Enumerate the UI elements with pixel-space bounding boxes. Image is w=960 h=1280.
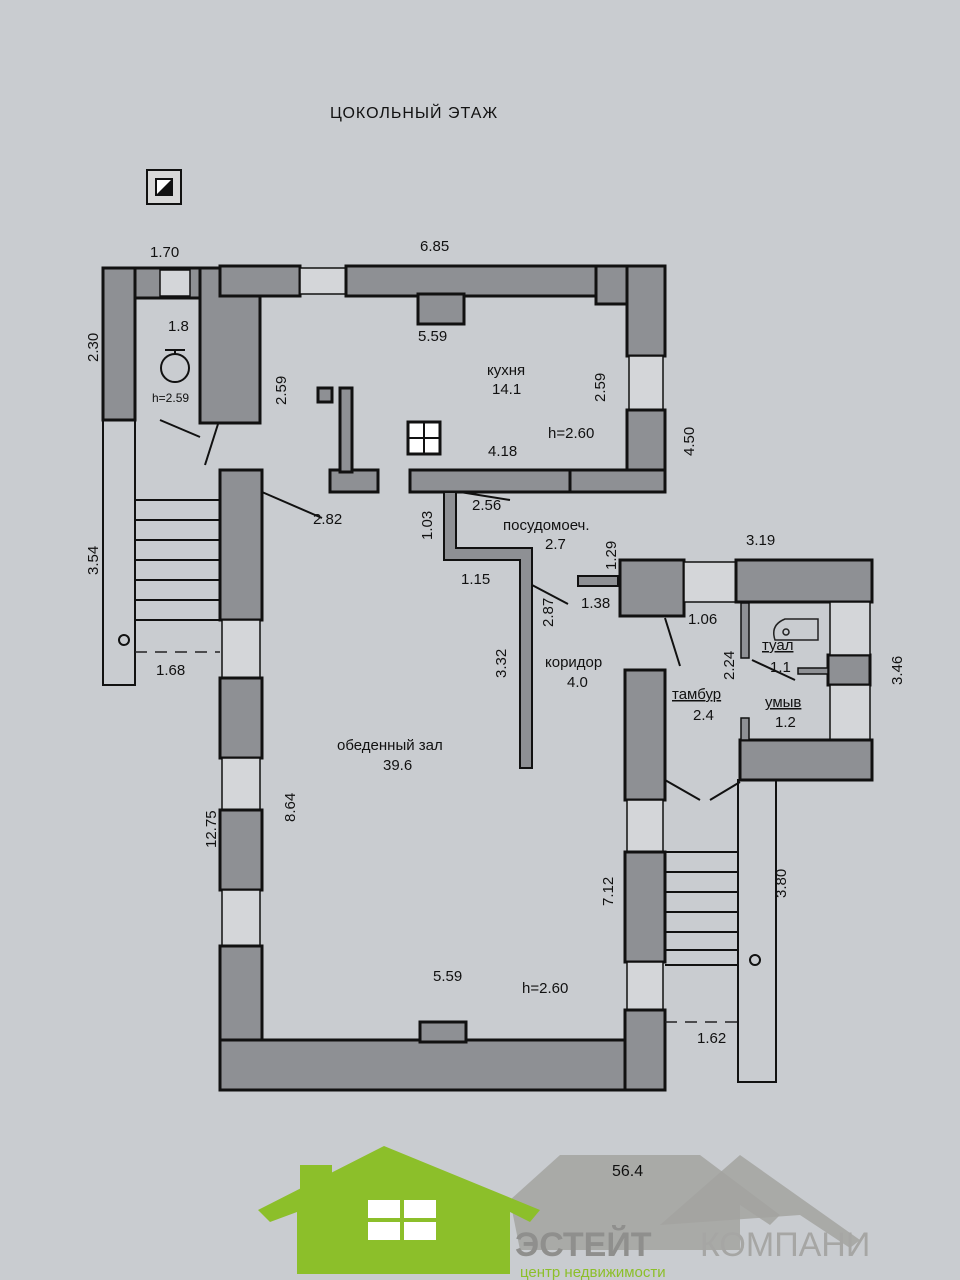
dimension-labels: 1.70 6.85 2.30 5.59 2.59 2.59 4.18 4.50 … — [85, 238, 906, 1047]
toilet-area: 1.1 — [770, 659, 791, 676]
kitchen-vent-icon — [406, 420, 442, 456]
dim-label: 1.70 — [150, 244, 179, 261]
dim-label: 1.38 — [581, 595, 610, 612]
dim-label: 2.56 — [472, 497, 501, 514]
dish-room-name: посудомоеч. — [503, 517, 590, 534]
dim-label: 1.06 — [688, 611, 717, 628]
logo-tagline: центр недвижимости — [520, 1264, 666, 1280]
dim-label: 1.03 — [419, 511, 436, 540]
dining-height: h=2.60 — [522, 980, 568, 997]
kitchen-name: кухня — [487, 362, 525, 379]
dining-area: 39.6 — [383, 757, 412, 774]
dim-label: 1.62 — [697, 1030, 726, 1047]
dim-label: 2.87 — [540, 598, 557, 627]
dim-label: 3.46 — [889, 656, 906, 685]
corridor-name: коридор — [545, 654, 602, 671]
company-logo: ЭСТЕЙТ КОМПАНИ центр недвижимости — [258, 1146, 870, 1280]
dim-label: 5.59 — [433, 968, 462, 985]
boiler-icon — [160, 349, 190, 383]
logo-brand-dark: ЭСТЕЙТ — [515, 1225, 652, 1264]
washroom-name: умыв — [765, 694, 801, 711]
vestibule-area: 2.4 — [693, 707, 714, 724]
dining-name: обеденный зал — [337, 737, 443, 754]
right-staircase — [665, 779, 777, 1083]
dim-label: 1.68 — [156, 662, 185, 679]
dish-room-area: 2.7 — [545, 536, 566, 553]
dim-label: 4.18 — [488, 443, 517, 460]
dim-label: 5.59 — [418, 328, 447, 345]
boiler-room-area: 1.8 — [168, 318, 189, 335]
left-staircase — [102, 419, 220, 686]
total-area: 56.4 — [612, 1163, 643, 1180]
corridor-area: 4.0 — [567, 674, 588, 691]
corridor-partition — [443, 491, 619, 769]
dim-label: 1.29 — [603, 541, 620, 570]
dim-label: 3.54 — [85, 546, 102, 575]
dim-label: 2.24 — [721, 651, 738, 680]
dim-label: 7.12 — [600, 877, 617, 906]
door-swings — [159, 419, 796, 801]
dim-label: 3.80 — [773, 869, 790, 898]
dim-label: 2.30 — [85, 333, 102, 362]
dim-label: 1.15 — [461, 571, 490, 588]
dim-label: 3.32 — [493, 649, 510, 678]
toilet-fixture — [773, 618, 819, 641]
dim-label: 6.85 — [420, 238, 449, 255]
vestibule-name: тамбур — [672, 686, 721, 703]
dim-label: 3.19 — [746, 532, 775, 549]
dim-label: 12.75 — [203, 810, 220, 848]
kitchen-area: 14.1 — [492, 381, 521, 398]
chimney-symbol — [146, 169, 182, 205]
dim-label: 2.82 — [313, 511, 342, 528]
dining-walls — [218, 468, 667, 1092]
annex-walls — [618, 558, 874, 782]
boiler-room-walls — [101, 266, 262, 425]
boiler-room-height: h=2.59 — [152, 391, 189, 405]
logo-brand-light: КОМПАНИ — [700, 1226, 870, 1264]
kitchen-height: h=2.60 — [548, 425, 594, 442]
washroom-area: 1.2 — [775, 714, 796, 731]
dim-label: 8.64 — [282, 793, 299, 822]
kitchen-walls — [218, 264, 667, 494]
toilet-name: туал — [762, 637, 793, 654]
dim-label: 4.50 — [681, 427, 698, 456]
dim-label: 2.59 — [592, 373, 609, 402]
dim-label: 2.59 — [273, 376, 290, 405]
plan-title: ЦОКОЛЬНЫЙ ЭТАЖ — [330, 103, 498, 122]
